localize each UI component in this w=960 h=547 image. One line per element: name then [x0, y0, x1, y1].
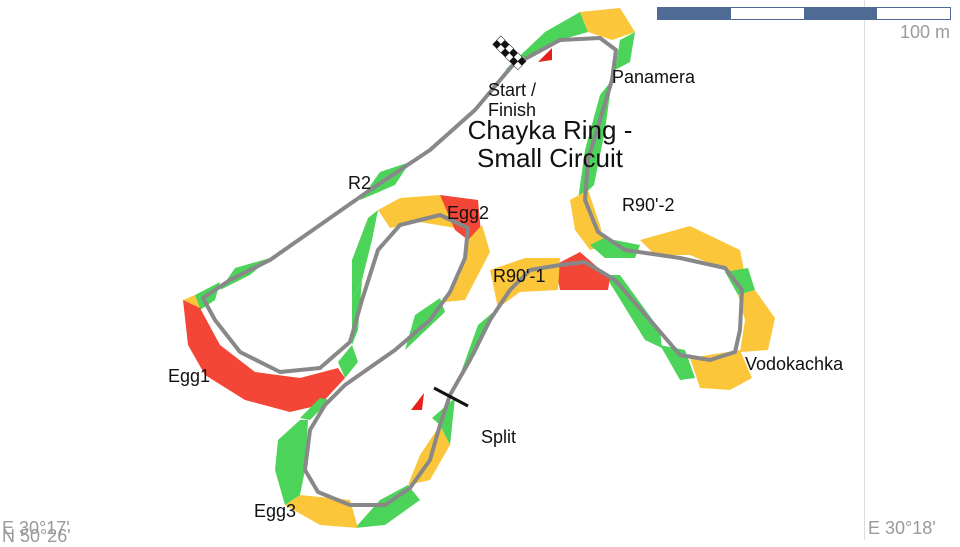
- speed-band-yellow: [570, 190, 605, 250]
- corner-label-panamera: Panamera: [612, 67, 696, 87]
- speed-band-yellow: [640, 226, 745, 275]
- speed-band-green: [432, 398, 455, 445]
- speed-band-green: [355, 485, 420, 528]
- speed-band-green: [275, 420, 308, 505]
- scale-bar-segment: [877, 8, 950, 19]
- split-line: [433, 386, 469, 408]
- direction-marker-icon: [538, 48, 552, 62]
- speed-band-red: [183, 300, 345, 412]
- speed-band-yellow: [378, 195, 455, 228]
- speed-band-green: [615, 32, 635, 70]
- speed-band-yellow: [285, 495, 358, 528]
- speed-band-yellow: [580, 8, 635, 40]
- track-line: [201, 36, 744, 507]
- speed-band-green: [352, 210, 378, 300]
- start-finish-flag-icon: [492, 35, 527, 71]
- scale-bar: [657, 7, 951, 20]
- start-finish-line1: Start /: [487, 80, 536, 100]
- speed-band-green: [300, 398, 330, 420]
- speed-band-green: [660, 345, 695, 380]
- speed-band-green: [590, 238, 640, 258]
- corner-label-vodokachka: Vodokachka: [745, 354, 844, 374]
- coord-left-latitude: N 50°26': [2, 526, 71, 546]
- corner-label-egg2: Egg2: [447, 203, 490, 223]
- start-finish-line2: Finish: [487, 100, 536, 120]
- start-finish-label: Start / Finish: [462, 80, 562, 120]
- corner-label-r90-1: R90'-1: [493, 266, 546, 286]
- scale-bar-segment: [804, 8, 877, 19]
- longitude-gridline: [864, 0, 865, 540]
- direction-marker-icon: [411, 393, 424, 410]
- corner-label-egg1: Egg1: [168, 366, 211, 386]
- speed-band-green: [605, 275, 662, 348]
- speed-band-red: [555, 252, 610, 290]
- corner-label-r90-2: R90'-2: [622, 195, 675, 215]
- track-title-line1: Chayka Ring -: [467, 115, 633, 145]
- track-title: Chayka Ring - Small Circuit: [440, 116, 660, 172]
- speed-band-yellow: [738, 290, 775, 352]
- corner-label-split: Split: [481, 427, 517, 447]
- coord-left-longitude: E 30°17': [2, 518, 70, 538]
- speed-band-green: [505, 12, 588, 70]
- scale-label: 100 m: [899, 22, 950, 42]
- scale-bar-segment: [731, 8, 804, 19]
- coord-right-longitude: E 30°18': [868, 518, 936, 538]
- speed-band-green: [338, 345, 358, 378]
- speed-band-red: [440, 195, 482, 245]
- corner-label-egg3: Egg3: [254, 501, 297, 521]
- scale-bar-segment: [658, 8, 731, 19]
- speed-band-yellow: [408, 425, 450, 485]
- track-title-line2: Small Circuit: [477, 143, 623, 173]
- corner-label-r2: R2: [348, 173, 372, 193]
